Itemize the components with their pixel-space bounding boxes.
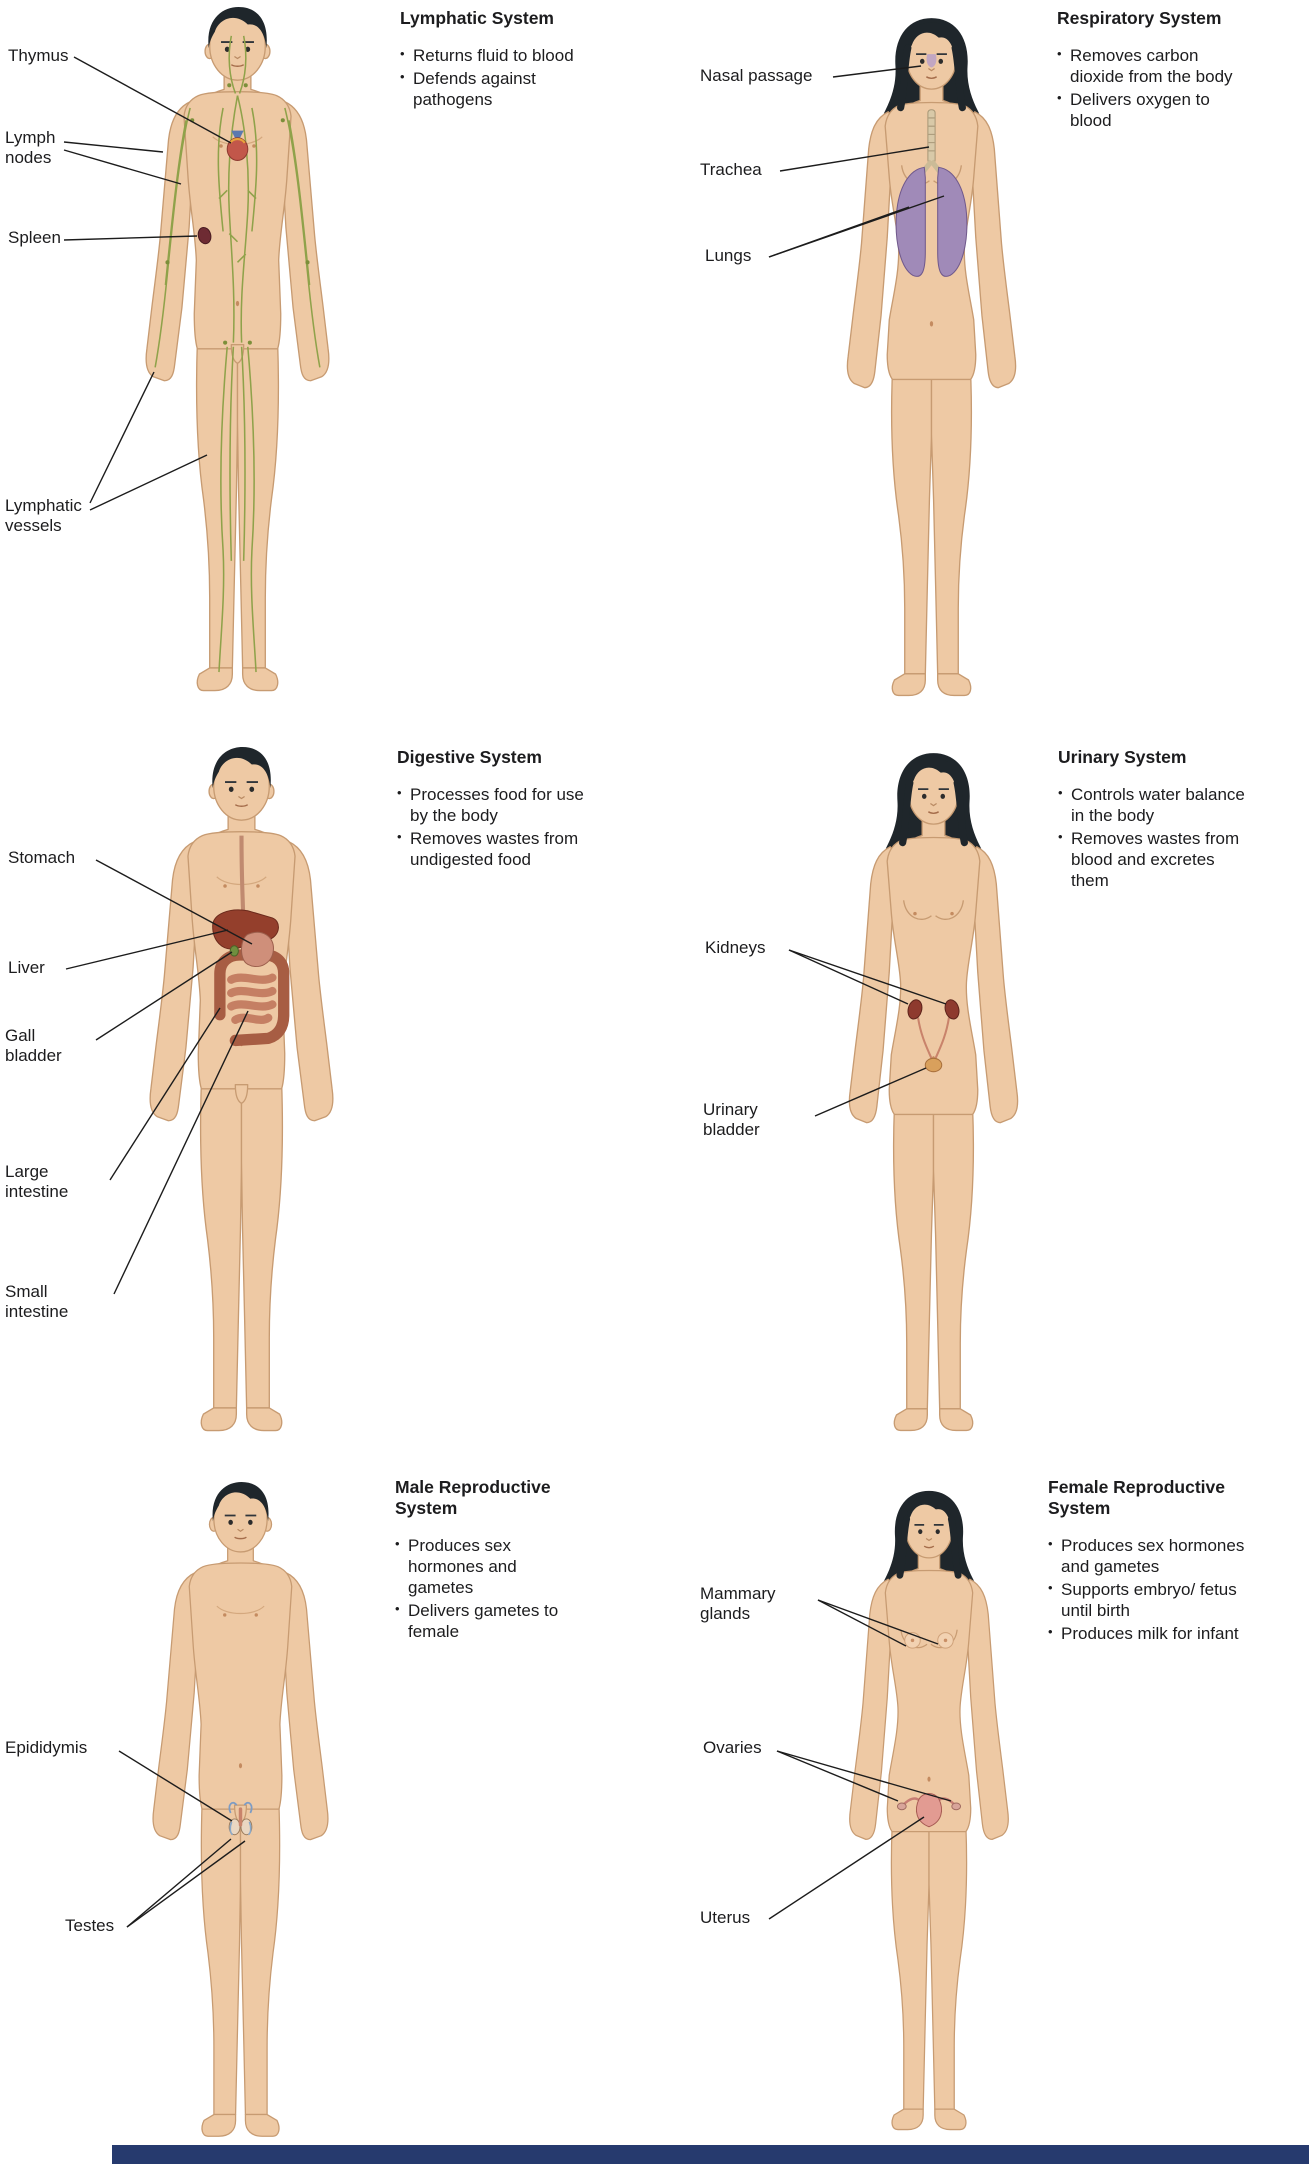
- thymus-organ: [226, 137, 249, 161]
- footer-bar: [112, 2145, 1309, 2164]
- organ-label-thymus: Thymus: [8, 46, 69, 65]
- male-reproductive-organs: [228, 1801, 253, 1836]
- bullet-item: Delivers gametes to female: [395, 1600, 580, 1642]
- lung-right-organ: [937, 166, 968, 277]
- female-reproductive-figure: [822, 1488, 1036, 2148]
- lymphatic-male-figure: [124, 5, 351, 705]
- organ-label-stomach: Stomach: [8, 848, 76, 867]
- bullet-item: Delivers oxygen to blood: [1057, 89, 1252, 131]
- organ-label-gall-bladder: Gall bladder: [5, 1026, 62, 1066]
- thymus-vessel: [231, 130, 244, 143]
- bullet-item: Removes wastes from undigested food: [397, 828, 587, 870]
- trachea-rings: [928, 117, 935, 152]
- organ-label-trachea: Trachea: [700, 160, 762, 179]
- panel-title: Male Reproductive System: [395, 1477, 551, 1518]
- organ-label-urinary-bladder: Urinary bladder: [703, 1100, 760, 1140]
- ovary-left-organ: [896, 1802, 907, 1811]
- esophagus-organ: [239, 835, 246, 923]
- digestive-male-figure: [128, 745, 355, 1445]
- kidney-right-organ: [944, 999, 960, 1020]
- panel-bullets: Removes carbon dioxide from the body Del…: [1057, 45, 1252, 131]
- ovary-right-organ: [951, 1802, 962, 1811]
- bullet-item: Removes wastes from blood and excretes t…: [1058, 828, 1253, 891]
- panel-info-respiratory: Respiratory System Removes carbon dioxid…: [1057, 8, 1252, 133]
- panel-info-urinary: Urinary System Controls water balance in…: [1058, 747, 1253, 893]
- organ-label-large-intestine: Large intestine: [5, 1162, 69, 1202]
- urinary-female-figure: [820, 750, 1047, 1450]
- nasal-passage-organ: [926, 54, 937, 68]
- organ-label-spleen: Spleen: [8, 228, 61, 247]
- bullet-item: Produces milk for infant: [1048, 1623, 1253, 1644]
- organ-label-nasal-passage: Nasal passage: [700, 66, 813, 85]
- respiratory-female-figure: [818, 15, 1045, 715]
- organ-label-testes: Testes: [65, 1916, 115, 1935]
- bullet-item: Produces sex hormones and gametes: [1048, 1535, 1253, 1577]
- panel-info-female-reproductive: Female Reproductive System Produces sex …: [1048, 1477, 1253, 1646]
- epididymis-organ: [229, 1821, 252, 1836]
- panel-info-male-reproductive: Male Reproductive System Produces sex ho…: [395, 1477, 580, 1644]
- bullet-item: Produces sex hormones and gametes: [395, 1535, 580, 1598]
- bullet-item: Controls water balance in the body: [1058, 784, 1253, 826]
- stomach-organ: [240, 931, 274, 968]
- gall-bladder-organ: [229, 945, 239, 957]
- bullet-item: Supports embryo/ fetus until birth: [1048, 1579, 1253, 1621]
- panel-title: Digestive System: [397, 747, 542, 767]
- organ-label-mammary-glands: Mammary glands: [700, 1584, 776, 1624]
- male-reproductive-figure: [132, 1480, 349, 2150]
- urinary-bladder-organ: [924, 1057, 943, 1073]
- organ-label-lymphatic-vessels: Lymphatic vessels: [5, 496, 82, 536]
- panel-bullets: Produces sex hormones and gametes Delive…: [395, 1535, 580, 1642]
- panel-bullets: Processes food for use by the body Remov…: [397, 784, 587, 870]
- organ-label-small-intestine: Small intestine: [5, 1282, 69, 1322]
- bullet-item: Removes carbon dioxide from the body: [1057, 45, 1252, 87]
- organ-label-lymph-nodes: Lymph nodes: [5, 128, 56, 168]
- panel-title: Lymphatic System: [400, 8, 554, 28]
- panel-title: Urinary System: [1058, 747, 1187, 767]
- lymphatic-vessels-organ: [154, 35, 321, 673]
- panel-info-lymphatic: Lymphatic System Returns fluid to blood …: [400, 8, 585, 112]
- organ-label-lungs: Lungs: [705, 246, 752, 265]
- spleen-organ: [197, 226, 212, 245]
- organ-label-uterus: Uterus: [700, 1908, 751, 1927]
- bullet-item: Defends against pathogens: [400, 68, 585, 110]
- bullet-item: Processes food for use by the body: [397, 784, 587, 826]
- organ-label-epididymis: Epididymis: [5, 1738, 88, 1757]
- organ-label-kidneys: Kidneys: [705, 938, 766, 957]
- panel-bullets: Returns fluid to blood Defends against p…: [400, 45, 585, 110]
- panel-info-digestive: Digestive System Processes food for use …: [397, 747, 587, 872]
- organ-label-liver: Liver: [8, 958, 45, 977]
- bullet-item: Returns fluid to blood: [400, 45, 585, 66]
- panel-bullets: Controls water balance in the body Remov…: [1058, 784, 1253, 891]
- panel-bullets: Produces sex hormones and gametes Suppor…: [1048, 1535, 1253, 1644]
- organ-label-ovaries: Ovaries: [703, 1738, 762, 1757]
- panel-title: Female Reproductive System: [1048, 1477, 1225, 1518]
- panel-title: Respiratory System: [1057, 8, 1222, 28]
